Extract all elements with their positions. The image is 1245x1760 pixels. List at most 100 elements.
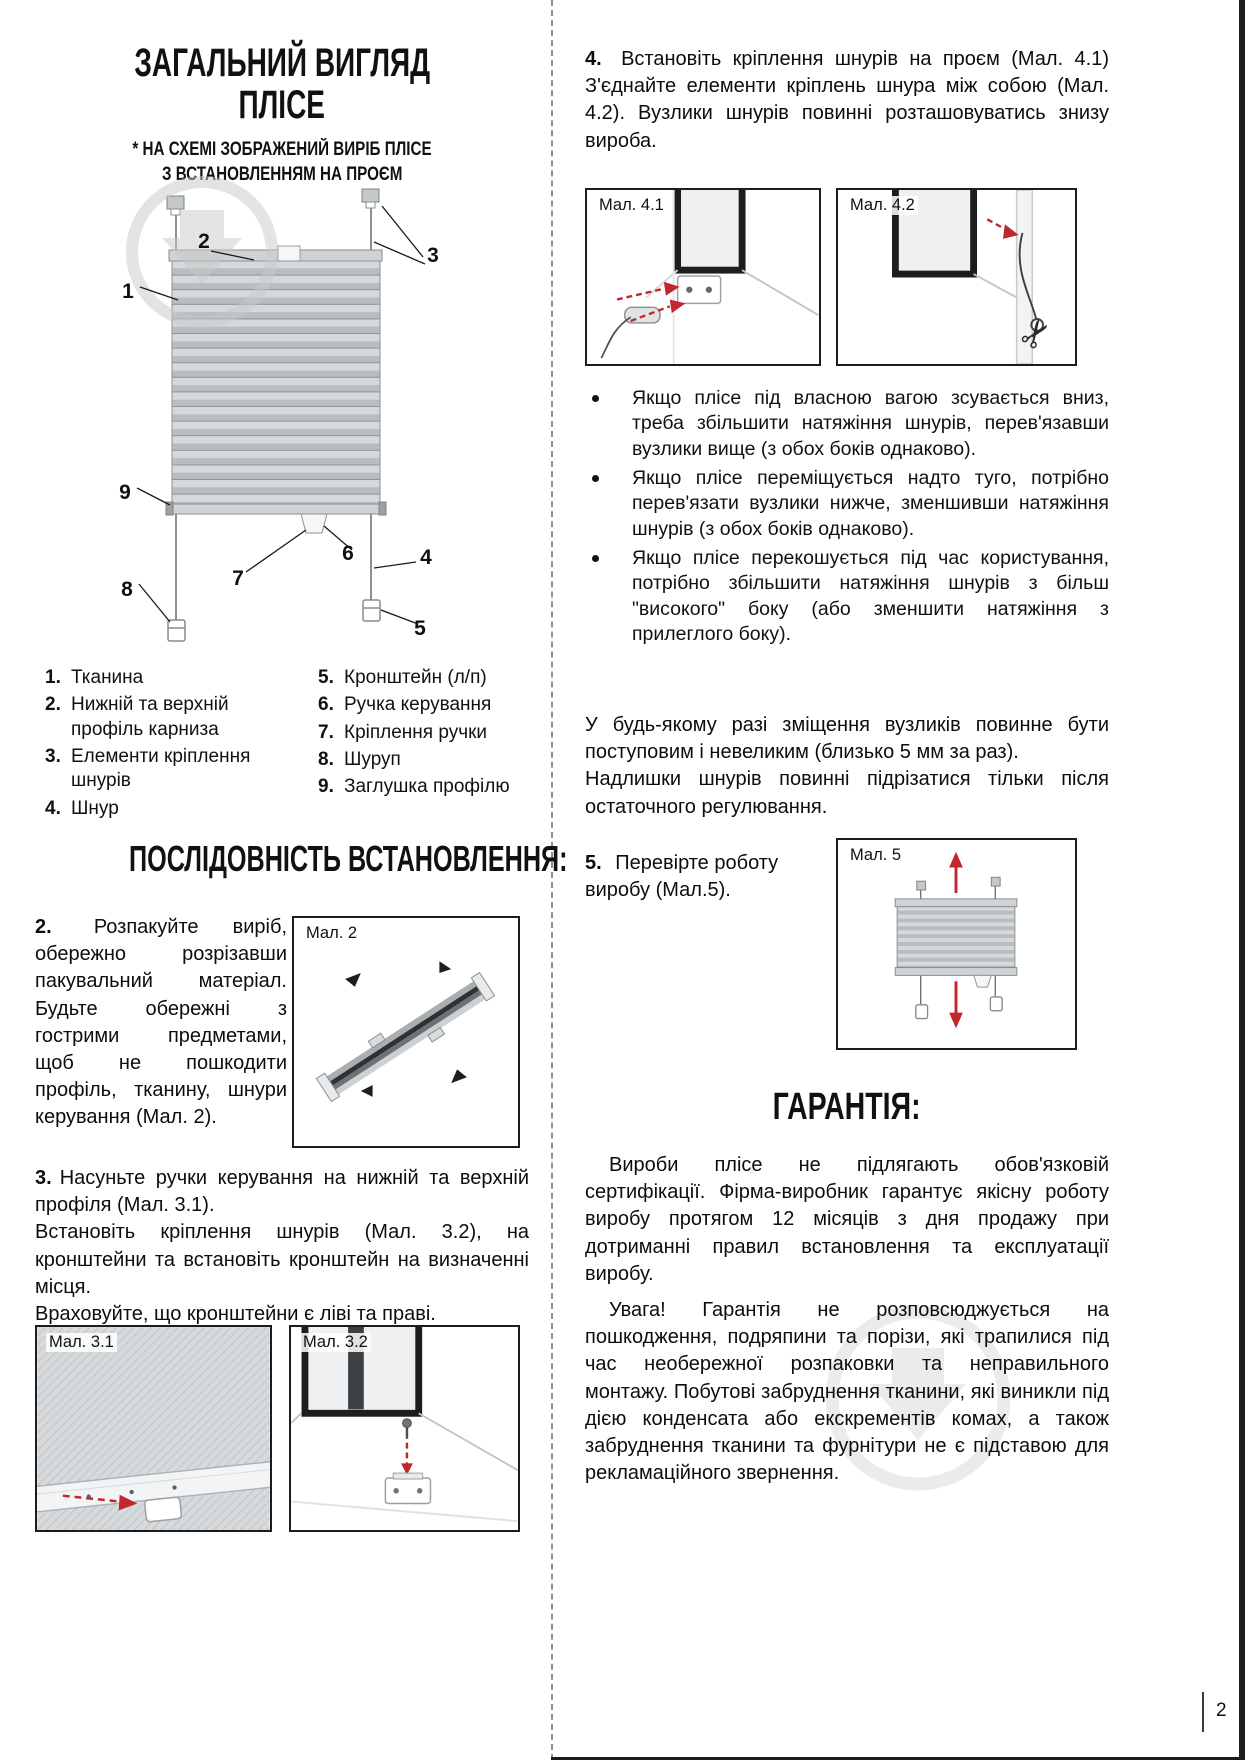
bullet-item: Якщо плісе переміщується надто туго, пот… (585, 466, 1109, 542)
figure-4-1-label: Мал. 4.1 (596, 196, 667, 215)
watermark-logo-icon (126, 176, 278, 328)
legend-item: 9.Заглушка профілю (318, 775, 530, 799)
legend-item-number: 9. (318, 776, 334, 798)
figure-2-label: Мал. 2 (303, 924, 361, 943)
callout-5: 5 (414, 617, 426, 640)
install-section-title-text: ПОСЛІДОВНІСТЬ ВСТАНОВЛЕННЯ: (128, 838, 568, 879)
warranty-section-title: ГАРАНТІЯ: (585, 1086, 1109, 1129)
step-5-text: Перевірте роботу виробу (Мал.5). (585, 852, 779, 902)
legend-column-1: 1. Тканина 2. Нижній та верхній профіль ка… (45, 666, 303, 824)
red-down-arrow (949, 981, 963, 1029)
legend-item-text: Кронштейн (л/п) (344, 667, 487, 688)
legend-item: 7.Кріплення ручки (318, 721, 530, 745)
red-arrow (62, 1494, 138, 1511)
legend-item: 5. Кронштейн (л/п) (318, 666, 530, 690)
callout-3: 3 (427, 244, 439, 267)
legend-item: 6. Ручка керування (318, 693, 530, 717)
step-4-paragraph: 4. Встановіть кріплення шнурів на проєм … (585, 46, 1109, 155)
legend-item-number: 3. (45, 745, 61, 767)
figure-2: Мал. 2 (292, 916, 520, 1148)
step-3-line1: 3.Насуньте ручки керування на нижній та … (35, 1165, 529, 1219)
red-arrow (986, 218, 1019, 239)
callout-numbers: 1 2 3 4 5 6 7 8 9 (119, 230, 439, 640)
callout-4: 4 (420, 546, 432, 569)
legend-item: 4. Шнур (45, 797, 303, 821)
bullet-item: Якщо плісе перекошується під час користу… (585, 546, 1109, 647)
step-3-number: 3. (35, 1167, 52, 1189)
callout-8: 8 (121, 578, 133, 601)
figure-3-1-drawing (37, 1327, 270, 1530)
legend-item-number: 2. (45, 694, 61, 716)
legend-column-2: 5. Кронштейн (л/п) 6. Ручка керування 7.Кр… (318, 666, 530, 803)
step-3-line3: Враховуйте, що кронштейни є ліві та прав… (35, 1302, 436, 1325)
legend-item-number: 4. (45, 797, 61, 819)
bullet-dot (592, 555, 599, 563)
figure-5-drawing (894, 851, 1018, 1029)
bracket (676, 275, 722, 305)
figure-4-2-label: Мал. 4.2 (847, 196, 918, 215)
legend-item-text: Шнур (71, 797, 119, 819)
step-3-line2: Встановіть кріплення шнурів (Мал. 3.2), … (35, 1221, 529, 1298)
page-edge-bar (1239, 0, 1245, 1760)
pleated-fabric (171, 260, 381, 505)
legend-item-text: Тканина (71, 667, 144, 688)
red-arrows (616, 281, 686, 323)
footer-separator (1202, 1692, 1204, 1732)
bottom-rail (165, 501, 387, 516)
step-3-paragraph: 3.Насуньте ручки керування на нижній та … (35, 1165, 529, 1328)
figure-3-1-label: Мал. 3.1 (46, 1333, 117, 1352)
step-2-number: 2. (35, 916, 52, 938)
callout-9: 9 (119, 481, 131, 504)
legend-item-text: Шуруп (344, 748, 401, 770)
legend-item-number: 1. (45, 667, 61, 688)
cords (175, 202, 372, 620)
warranty-paragraph-2: Увага! Гарантія не розповсюджується на п… (585, 1299, 1109, 1485)
bracket (384, 1472, 432, 1505)
callout-7: 7 (232, 567, 244, 590)
legend-item: 8. Шуруп (318, 748, 530, 772)
figure-4-1-drawing (587, 190, 819, 364)
page-number: 2 (1216, 1700, 1227, 1721)
red-arrow (401, 1442, 413, 1476)
note-2: Надлишки шнурів повинні підрізатися тіль… (585, 768, 1109, 818)
callout-lines (136, 205, 426, 625)
brackets (167, 599, 381, 642)
control-handle (300, 513, 328, 534)
legend-item-number: 5. (318, 667, 334, 688)
step-5-paragraph: 5. Перевірте роботу виробу (Мал.5). (585, 850, 820, 904)
note-1: У будь-якому разі зміщення вузликів пови… (585, 714, 1109, 764)
legend-item-number: 7. (318, 721, 334, 743)
step-3-text1: Насуньте ручки керування на нижній та ве… (35, 1167, 529, 1217)
figure-3-1: Мал. 3.1 (35, 1325, 272, 1532)
legend-item-number: 6. (318, 694, 334, 716)
bullet-text: Якщо плісе перекошується під час користу… (632, 547, 1109, 646)
page-title-line1: ЗАГАЛЬНИЙ ВИГЛЯД (134, 41, 430, 85)
bullet-item: Якщо плісе під власною вагою зсувається … (585, 386, 1109, 462)
legend-item: 2. Нижній та верхній профіль карниза (45, 693, 303, 742)
warranty-paragraph-1: Вироби плісе не підлягають обов'язковій … (585, 1154, 1109, 1285)
figure-5: Мал. 5 (836, 838, 1077, 1050)
figure-2-drawing (315, 961, 496, 1103)
legend-item: 1. Тканина (45, 666, 303, 690)
figure-5-label: Мал. 5 (847, 846, 905, 865)
legend-item-number: 8. (318, 748, 334, 770)
figure-4-2-drawing: ✂ (838, 190, 1075, 364)
figure-3-2: Мал. 3.2 (289, 1325, 520, 1532)
install-section-title: ПОСЛІДОВНІСТЬ ВСТАНОВЛЕННЯ: (35, 838, 568, 880)
callout-1: 1 (122, 280, 134, 303)
cord-attachment-elements (166, 188, 380, 216)
legend-item-text: Елементи кріплення шнурів (71, 745, 251, 792)
page-title-line2: ПЛІСЕ (238, 83, 326, 127)
page-title: ЗАГАЛЬНИЙ ВИГЛЯД ПЛІСЕ (35, 42, 529, 126)
legend-item-text: Ручка керування (344, 694, 492, 716)
step-4-number: 4. (585, 48, 602, 70)
screw (402, 1418, 412, 1439)
bullet-text: Якщо плісе під власною вагою зсувається … (632, 387, 1109, 460)
watermark-logo-icon (825, 1305, 1011, 1491)
step-5-number: 5. (585, 852, 602, 874)
page-bottom-edge (551, 1757, 1245, 1760)
legend-item-text: Нижній та верхній профіль карниза (71, 694, 229, 740)
step-4-text: Встановіть кріплення шнурів на проєм (Ма… (585, 48, 1109, 152)
column-divider (551, 0, 553, 1760)
bullet-dot (592, 475, 599, 483)
